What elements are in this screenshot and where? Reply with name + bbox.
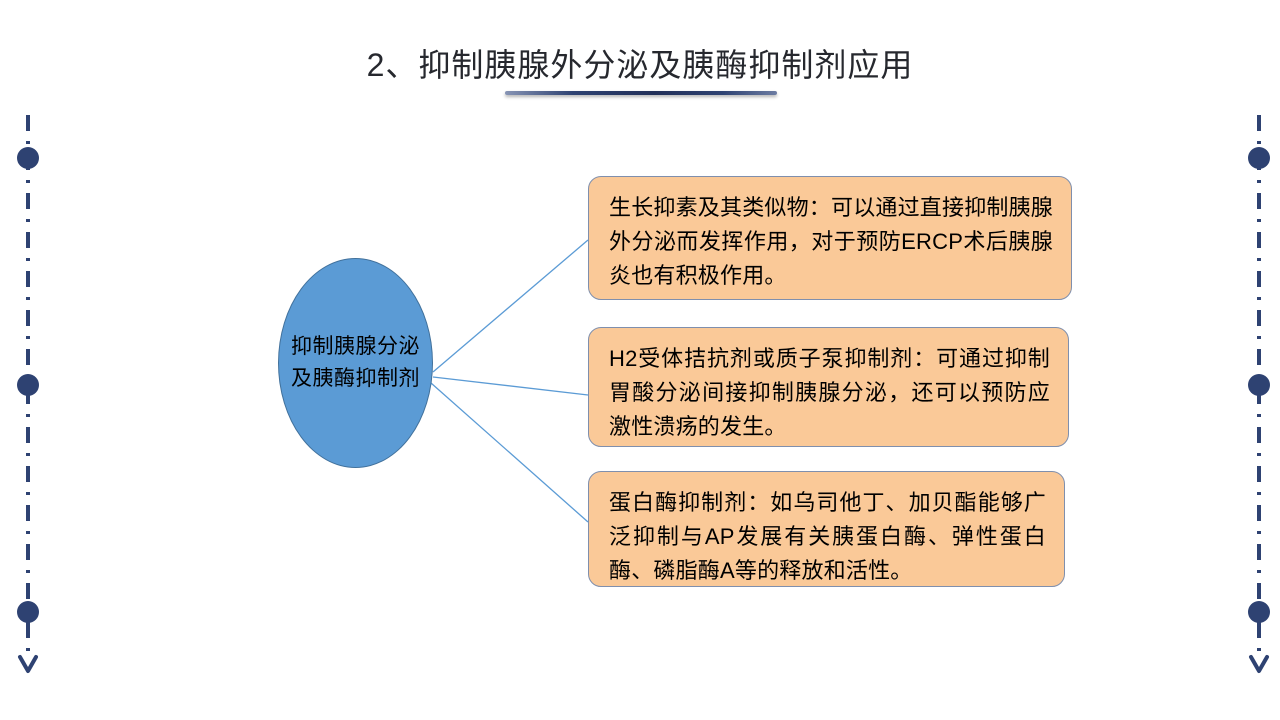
right-decorative-rail	[1244, 115, 1274, 673]
hub-ellipse[interactable]: 抑制胰腺分泌 及胰酶抑制剂	[278, 258, 433, 468]
left-decorative-rail	[13, 115, 43, 673]
connector-line-1	[432, 239, 589, 373]
content-box-2[interactable]: H2受体拮抗剂或质子泵抑制剂：可通过抑制胃酸分泌间接抑制胰腺分泌，还可以预防应激…	[588, 327, 1069, 447]
title-underline-bar	[505, 91, 777, 95]
content-box-2-text: H2受体拮抗剂或质子泵抑制剂：可通过抑制胃酸分泌间接抑制胰腺分泌，还可以预防应激…	[609, 346, 1050, 439]
hub-ellipse-label: 抑制胰腺分泌 及胰酶抑制剂	[291, 335, 420, 390]
content-box-1[interactable]: 生长抑素及其类似物：可以通过直接抑制胰腺外分泌而发挥作用，对于预防ERCP术后胰…	[588, 176, 1072, 300]
page-title: 2、抑制胰腺外分泌及胰酶抑制剂应用	[366, 47, 914, 83]
content-box-1-text: 生长抑素及其类似物：可以通过直接抑制胰腺外分泌而发挥作用，对于预防ERCP术后胰…	[609, 195, 1054, 288]
content-box-3[interactable]: 蛋白酶抑制剂：如乌司他丁、加贝酯能够广泛抑制与AP发展有关胰蛋白酶、弹性蛋白酶、…	[588, 471, 1065, 587]
dash-dot-line-right-icon	[1248, 115, 1270, 673]
connector-line-2	[432, 376, 589, 396]
content-box-3-text: 蛋白酶抑制剂：如乌司他丁、加贝酯能够广泛抑制与AP发展有关胰蛋白酶、弹性蛋白酶、…	[609, 490, 1046, 583]
connector-line-3	[430, 382, 589, 523]
dash-dot-line-left-icon	[17, 115, 39, 673]
